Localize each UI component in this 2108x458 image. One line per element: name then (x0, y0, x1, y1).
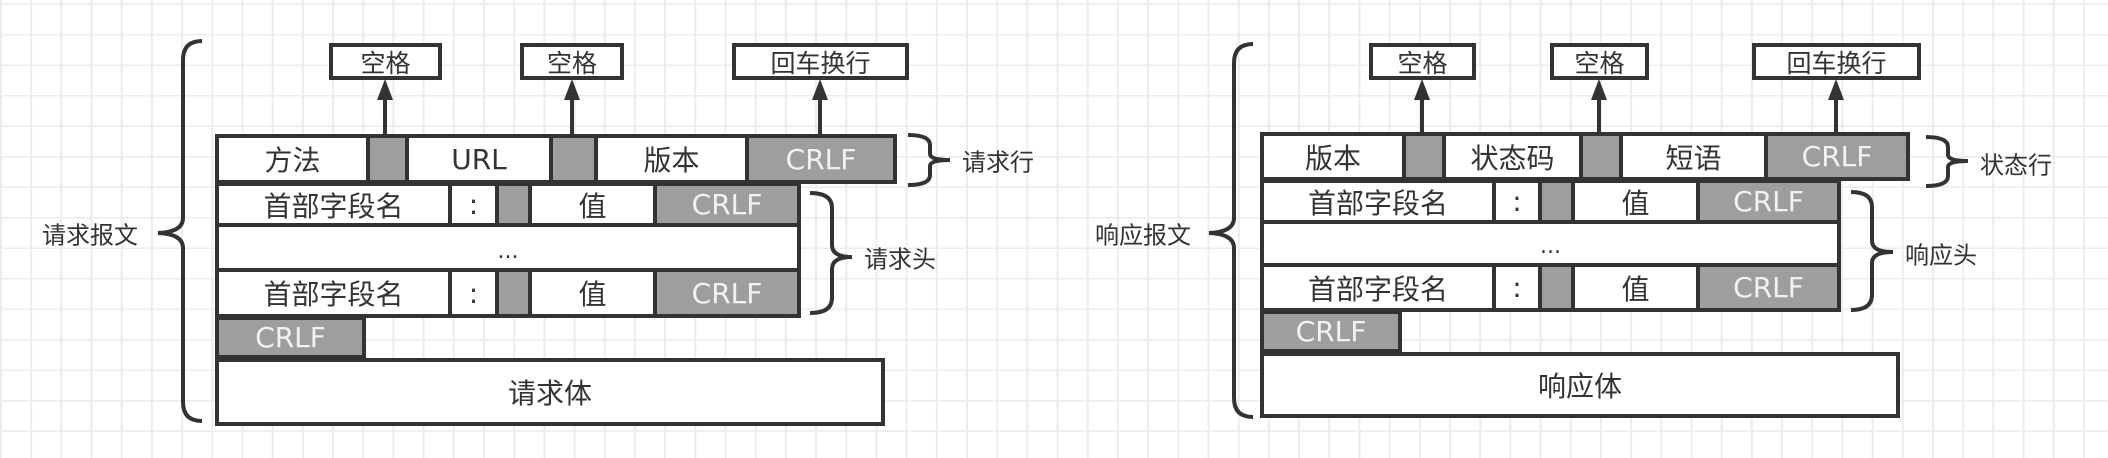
status-line-label: 状态行 (1980, 151, 2052, 180)
arrow-space2-head (1591, 79, 1607, 100)
header-field-name: 首部字段名 (1260, 263, 1496, 312)
arrow-space1-head (377, 79, 393, 100)
field-crlf: CRLF (745, 134, 897, 184)
header-space-separator (1538, 263, 1575, 312)
arrow-space2-head (564, 79, 580, 100)
header-value: 值 (528, 268, 657, 318)
header-value: 值 (1571, 263, 1700, 312)
header-colon: : (1492, 263, 1542, 312)
request-header-brace (809, 191, 853, 315)
request-message-brace (157, 39, 203, 423)
response-header-label: 响应头 (1905, 241, 1977, 270)
arrow-space1-head (1414, 79, 1430, 100)
request-body: 请求体 (215, 358, 885, 426)
header-field-name: 首部字段名 (1260, 179, 1496, 224)
request-line-brace (907, 133, 951, 187)
annotation-space-box: 空格 (1369, 43, 1476, 80)
field-version: 版本 (1260, 132, 1406, 181)
arrow-crlf-head (812, 79, 828, 100)
blank-line-crlf: CRLF (215, 316, 366, 359)
header-colon: : (1492, 179, 1542, 224)
response-body: 响应体 (1260, 352, 1900, 418)
header-crlf: CRLF (1696, 179, 1841, 224)
field-crlf: CRLF (1764, 132, 1910, 181)
field-space-separator (1402, 132, 1446, 181)
request-message-label: 请求报文 (42, 221, 138, 250)
response-message-brace (1208, 42, 1254, 419)
annotation-crlf-box: 回车换行 (1752, 43, 1921, 80)
header-crlf: CRLF (653, 182, 801, 227)
request-line-label: 请求行 (962, 148, 1034, 177)
field-space-separator (549, 134, 598, 184)
header-space-separator (1538, 179, 1575, 224)
field-method: 方法 (215, 134, 370, 184)
header-value: 值 (1571, 179, 1700, 224)
annotation-space-box: 空格 (1550, 43, 1649, 80)
request-header-label: 请求头 (864, 245, 936, 274)
request-connectors (157, 39, 951, 423)
annotation-space-box: 空格 (329, 43, 442, 80)
field-version: 版本 (594, 134, 749, 184)
annotation-crlf-box: 回车换行 (732, 43, 909, 80)
response-header-brace (1850, 190, 1894, 312)
arrow-crlf-head (1828, 79, 1844, 100)
response-message-label: 响应报文 (1095, 221, 1191, 250)
header-crlf: CRLF (653, 268, 801, 318)
header-crlf: CRLF (1696, 263, 1841, 312)
header-ellipsis-row: ... (1260, 220, 1841, 267)
field-reason-phrase: 短语 (1619, 132, 1768, 181)
request-message-panel: 请求报文 请求行 请求头 空格 空格 回车换行 方法 URL 版本 CRLF 首… (42, 39, 1034, 426)
blank-line-crlf: CRLF (1260, 310, 1402, 353)
field-status-code: 状态码 (1442, 132, 1583, 181)
annotation-space-box: 空格 (520, 43, 624, 80)
status-line-brace (1925, 135, 1969, 188)
field-space-separator (1579, 132, 1623, 181)
